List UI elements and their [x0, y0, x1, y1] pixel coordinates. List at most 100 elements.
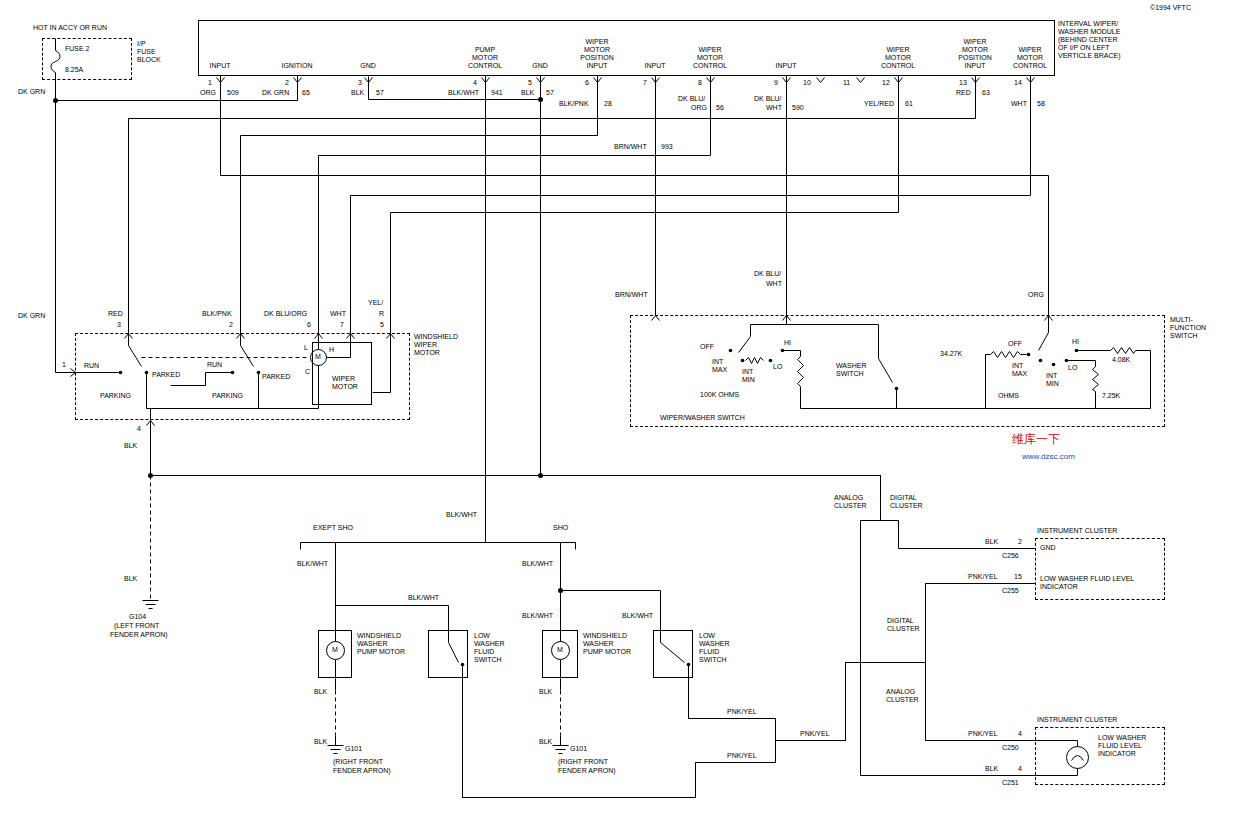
- wire-label: 993: [661, 143, 673, 151]
- wire-label: BRN/WHT: [615, 291, 648, 299]
- wire-label: LO: [773, 363, 782, 371]
- wire-label: RUN: [84, 362, 99, 370]
- wire-label: 8: [698, 79, 702, 87]
- wire: [336, 76, 486, 631]
- wire-label: 65: [302, 89, 310, 97]
- wire-label: YEL/: [368, 299, 383, 307]
- pump-box: WINDSHIELD WASHER PUMP MOTOR: [542, 630, 578, 678]
- wire-label: BLK: [314, 688, 327, 696]
- wire-label: PNK/YEL: [968, 573, 998, 581]
- wire: [541, 76, 1036, 776]
- wire-label: www.dzsc.com: [1022, 452, 1075, 462]
- wire: [786, 76, 787, 316]
- node-text: INSTRUMENT CLUSTER: [1037, 716, 1117, 724]
- node-text: PUMP MOTOR CONTROL: [464, 46, 506, 70]
- wire: [391, 76, 899, 334]
- node-text: WINDSHIELD WIPER MOTOR: [414, 333, 462, 357]
- wire-label: 维库一下: [1012, 432, 1060, 446]
- wire-label: BLK: [539, 738, 552, 746]
- mechanical-link: [142, 357, 307, 358]
- wire-label: 5: [528, 79, 532, 87]
- wire-label: 5: [380, 321, 384, 329]
- wire-label: C255: [1002, 587, 1019, 595]
- wire-label: 2: [285, 79, 289, 87]
- wire-label: WHT: [766, 104, 782, 112]
- wire-label: BLK: [985, 538, 998, 546]
- cluster-box: INSTRUMENT CLUSTERGNDLOW WASHER FLUID LE…: [1035, 538, 1165, 600]
- wire-label: RUN: [207, 361, 222, 369]
- wire-label: ©1994 VFTC: [1150, 4, 1191, 12]
- wire-label: L: [304, 344, 308, 352]
- wire-label: PNK/YEL: [727, 708, 757, 716]
- node-text: LOW WASHER FLUID LEVEL INDICATOR: [1098, 734, 1160, 758]
- ground-wire: [336, 691, 561, 736]
- wire-label: 58: [1037, 100, 1045, 108]
- pump-leads: [336, 631, 561, 746]
- wire-label: PNK/YEL: [727, 752, 757, 760]
- wire: [351, 76, 1031, 334]
- wire-label: 100K OHMS: [700, 391, 739, 399]
- wire-label: BLK: [124, 442, 137, 450]
- wire-label: M: [332, 646, 338, 654]
- wire: [336, 76, 486, 631]
- wire-label: ANALOG CLUSTER: [834, 494, 870, 510]
- ground-symbol: [328, 746, 569, 754]
- wire-label: 15: [1014, 573, 1022, 581]
- node-text: 8.25A: [65, 66, 83, 74]
- wire: [56, 80, 76, 373]
- wire-label: G104: [129, 613, 146, 621]
- wire-label: BLK/WHT: [408, 594, 439, 602]
- node-text: LOW WASHER FLUID SWITCH: [699, 632, 739, 664]
- node-text: INPUT: [771, 62, 801, 70]
- wire-label: 941: [491, 89, 503, 97]
- pump-motor-symbol: [552, 642, 570, 660]
- wire-label: BLK/WHT: [522, 612, 553, 620]
- wire-label: WASHER SWITCH: [836, 362, 876, 378]
- node-text: HOT IN ACCY OR RUN: [33, 24, 107, 32]
- wire-label: PARKED: [262, 373, 290, 381]
- wire-label: DK BLU/: [678, 95, 705, 103]
- wiper-motor-box: WINDSHIELD WIPER MOTORWIPER MOTOR: [75, 333, 410, 420]
- wire-label: 9: [774, 79, 778, 87]
- wire: [319, 76, 711, 334]
- wire-label: 12: [882, 79, 890, 87]
- wire-label: BLK: [539, 688, 552, 696]
- wire: [541, 76, 1036, 549]
- wire-label: 4: [473, 79, 477, 87]
- wire-label: OFF: [700, 343, 714, 351]
- washer-switch: [879, 325, 897, 409]
- wire-label: BLK: [351, 89, 364, 97]
- wire-label: BLK/WHT: [448, 89, 479, 97]
- wire-label: C: [305, 368, 310, 376]
- split-bracket: [301, 543, 576, 550]
- wiper-switch: [986, 316, 1151, 409]
- wire-label: 34.27K: [940, 350, 962, 358]
- node-text: LOW WASHER FLUID LEVEL INDICATOR: [1040, 575, 1162, 591]
- wire-label: 7: [643, 79, 647, 87]
- wire-label: 2: [229, 321, 233, 329]
- wire-label: DK GRN: [18, 88, 45, 96]
- wire-label: 4: [1018, 765, 1022, 773]
- wire: [241, 76, 598, 334]
- wire-label: BLK/WHT: [297, 560, 328, 568]
- pump-motor-symbol: [327, 642, 345, 660]
- wire: [463, 663, 1036, 798]
- wire-label: 57: [376, 89, 384, 97]
- wire-label: PARKING: [100, 392, 131, 400]
- wire-label: PNK/YEL: [800, 730, 830, 738]
- wire-label: BLK: [314, 738, 327, 746]
- wire-label: PARKED: [152, 371, 180, 379]
- wire-label: WHT: [1011, 100, 1027, 108]
- motor-leads: [319, 334, 391, 409]
- fluid-switch-box: LOW WASHER FLUID SWITCH: [653, 630, 693, 678]
- wire-label: G101: [345, 745, 362, 753]
- node-text: WIPER MOTOR CONTROL: [878, 46, 918, 70]
- wire-label: BLK/PNK: [202, 310, 232, 318]
- wire-label: DIGITAL CLUSTER: [890, 494, 926, 510]
- wire-label: ORG: [200, 89, 216, 97]
- wire-label: YEL/RED: [864, 100, 894, 108]
- wire-label: M: [315, 353, 321, 361]
- wire-label: 28: [604, 100, 612, 108]
- ground-link: [369, 77, 541, 100]
